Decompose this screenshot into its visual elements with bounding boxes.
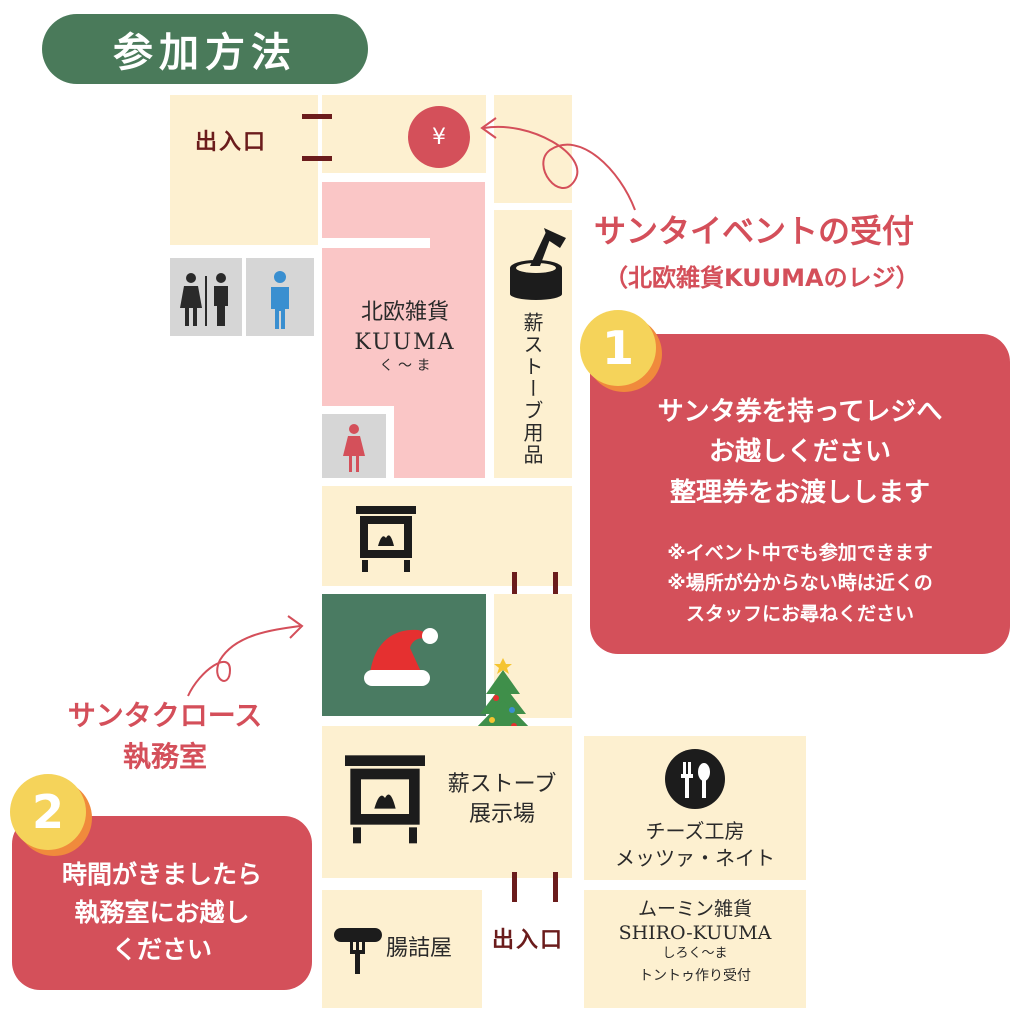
reception-callout-sub: （北欧雑貨KUUMAのレジ） (604, 264, 920, 292)
corridor-right-top (494, 95, 572, 203)
kuuma-name: 北欧雑貨 KUUMA く ～ ま (330, 298, 480, 376)
sausage-shop (322, 890, 482, 1008)
stove-goods-shop (494, 210, 572, 478)
step2-badge: 2 (10, 774, 86, 850)
cutlery-icon (665, 749, 725, 809)
step2-line: 時間がきましたら (61, 860, 262, 889)
mens-restroom-icon (246, 258, 314, 336)
door-bar (512, 572, 517, 602)
step2-line: 執務室にお越し (74, 897, 250, 927)
step2-text: 時間がきましたら 執務室にお越し ください (20, 856, 304, 969)
step1-note: ※場所が分からない時は近くの (667, 572, 933, 595)
yen-icon: ¥ (408, 106, 470, 168)
step1-card (590, 334, 1010, 654)
step1-line: サンタ券を持ってレジへ (657, 397, 943, 427)
step1-note: ※イベント中でも参加できます (667, 542, 933, 564)
step1-line: お越しください (708, 437, 891, 468)
moomin-line1: ムーミン雑貨 (637, 898, 752, 920)
wood-stove-icon (345, 755, 425, 844)
reception-callout-title: サンタイベントの受付 (594, 212, 915, 250)
cheese-line1: チーズ工房 (645, 819, 745, 843)
stove-showroom-line2: 展示場 (468, 801, 535, 827)
step1-note: スタッフにお尋ねください (685, 602, 914, 625)
entrance-label-bottom: 出入口 (492, 928, 565, 953)
wood-stove-icon (356, 506, 416, 572)
sausage-label: 腸詰屋 (386, 936, 453, 961)
womens-restroom-icon (322, 414, 386, 478)
santa-callout-line2: 執務室 (122, 739, 207, 773)
kuuma-name-ja: 北欧雑貨 (360, 300, 449, 325)
moomin-line4: トントゥ作り受付 (639, 967, 751, 984)
sausage-fork-icon (334, 928, 382, 974)
santa-callout: サンタクロース 執務室 (30, 696, 300, 777)
step2-line: ください (111, 935, 212, 964)
step1-badge: 1 (580, 310, 656, 386)
step1-text: サンタ券を持ってレジへ お越しください 整理券をお渡しします (596, 392, 1004, 513)
kuuma-partition (322, 238, 430, 248)
santa-hat-icon (364, 628, 438, 686)
kuuma-reading: く ～ ま (379, 358, 431, 375)
door-bar (553, 872, 558, 902)
entrance-label-top: 出入口 (195, 130, 268, 155)
door-bar (302, 156, 332, 161)
moomin-line3: しろく～ま (662, 945, 728, 961)
step1-notes: ※イベント中でも参加できます ※場所が分からない時は近くの スタッフにお尋ねくだ… (596, 538, 1004, 629)
door-bar (302, 114, 332, 119)
kuuma-name-en: KUUMA (354, 329, 456, 355)
arrow-to-register (480, 117, 636, 211)
step1-line: 整理券をお渡しします (669, 477, 930, 508)
santa-callout-line1: サンタクロース (67, 699, 263, 732)
restroom-icon (170, 258, 242, 336)
arrow-to-santa-office (187, 615, 304, 697)
moomin-shop (584, 890, 806, 1008)
moomin-line2: SHIRO-KUUMA (618, 921, 772, 944)
cheese-line2: メッツァ・ネイト (615, 846, 775, 870)
cheese-label: チーズ工房 メッツァ・ネイト (590, 818, 800, 872)
door-bar (553, 572, 558, 602)
moomin-label: ムーミン雑貨 SHIRO-KUUMA しろく～ま トントゥ作り受付 (590, 898, 800, 985)
chopping-stump-icon (510, 228, 566, 300)
stove-showroom-line1: 薪ストーブ (447, 772, 557, 797)
stove-goods-label: 薪ストーブ用品 (520, 312, 544, 466)
door-bar (512, 872, 517, 902)
page-title: 参加方法 (42, 14, 368, 84)
stove-showroom-label: 薪ストーブ 展示場 (440, 770, 564, 829)
entrance-area-top (170, 95, 318, 245)
